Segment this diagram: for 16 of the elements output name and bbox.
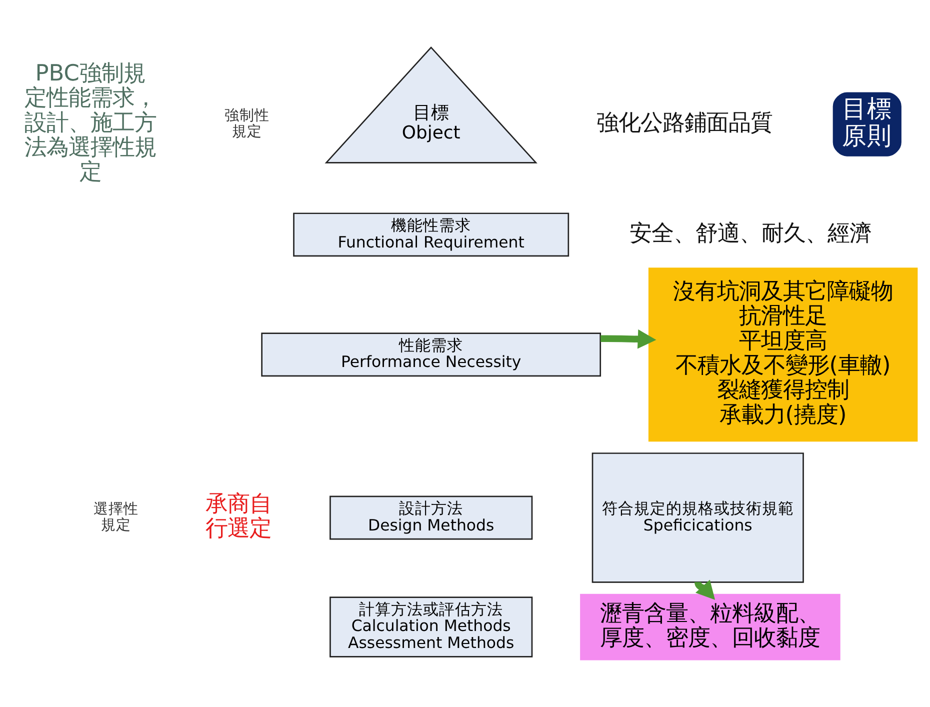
arrow — [694, 580, 716, 600]
label: 承商自行選定 — [205, 490, 272, 542]
node-box: 性能需求 Performance Necessity — [261, 332, 602, 377]
node-box: 設計方法 Design Methods — [330, 496, 533, 540]
node-box: 符合規定的規格或技術規範 Speficications — [592, 452, 804, 583]
label: 選擇性規定 — [94, 500, 139, 534]
node-box: 計算方法或評估方法 Calculation Methods Assessment Methods — [330, 596, 533, 658]
node-box: 沒有坑洞及其它障礙物 抗滑性足 平坦度高 不積水及不變形(車轍) 裂縫獲得控制 承載力(撓度) — [648, 268, 918, 442]
node-box: 機能性需求 Functional Requirement — [293, 212, 570, 257]
label: 強制性規定 — [224, 107, 270, 140]
label: PBC強制規定性能需求，設計、施工方法為選擇性規定 — [24, 60, 156, 186]
node-box: 目標原則 — [832, 92, 902, 156]
arrow — [600, 329, 656, 349]
node-box: 瀝青含量、粒料級配、厚度、密度、回收黏度 — [580, 594, 840, 660]
label: 強化公路鋪面品質 — [596, 110, 772, 136]
label: 安全、舒適、耐久、經濟 — [630, 220, 872, 246]
